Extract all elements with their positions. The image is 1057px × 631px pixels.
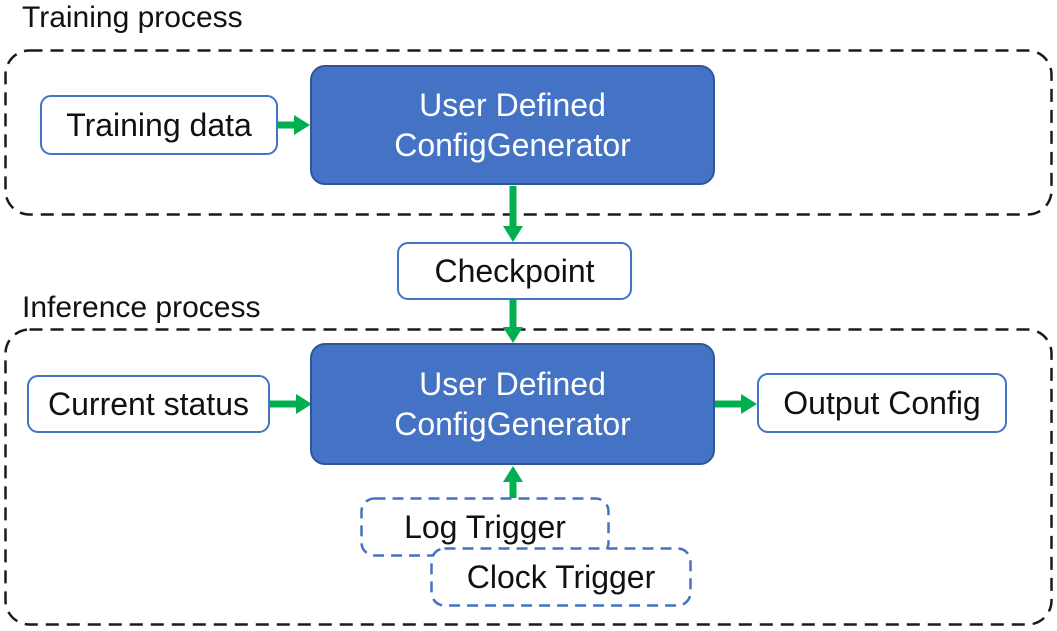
- training-data-label: Training data: [66, 106, 252, 143]
- training-config-generator-line1: User Defined: [419, 87, 606, 123]
- arrow-up-icon: [503, 466, 523, 498]
- arrow-down-icon: [503, 186, 523, 242]
- output-config-node: Output Config: [757, 373, 1007, 433]
- checkpoint-node: Checkpoint: [397, 242, 632, 300]
- clock-trigger-border: [430, 547, 692, 607]
- current-status-label: Current status: [48, 385, 249, 422]
- arrow-right-icon: [713, 394, 757, 414]
- output-config-label: Output Config: [783, 384, 981, 421]
- training-config-generator-line2: ConfigGenerator: [394, 127, 631, 163]
- checkpoint-label: Checkpoint: [434, 252, 595, 289]
- clock-trigger-label: Clock Trigger: [466, 558, 656, 595]
- inference-config-generator-line2: ConfigGenerator: [394, 406, 631, 442]
- training-config-generator-node: User Defined ConfigGenerator: [310, 65, 715, 185]
- log-trigger-label: Log Trigger: [404, 508, 566, 545]
- inference-process-container: [4, 328, 1053, 626]
- arrow-down-icon: [503, 299, 523, 343]
- current-status-node: Current status: [27, 375, 270, 433]
- training-process-title: Training process: [22, 1, 243, 34]
- training-data-node: Training data: [40, 95, 278, 155]
- training-process-container: [4, 49, 1053, 216]
- inference-config-generator-node: User Defined ConfigGenerator: [310, 343, 715, 465]
- clock-trigger-node: Clock Trigger: [430, 547, 692, 607]
- inference-config-generator-line1: User Defined: [419, 366, 606, 402]
- arrow-right-icon: [272, 115, 310, 135]
- inference-process-title: Inference process: [22, 291, 261, 324]
- arrow-right-icon: [268, 394, 312, 414]
